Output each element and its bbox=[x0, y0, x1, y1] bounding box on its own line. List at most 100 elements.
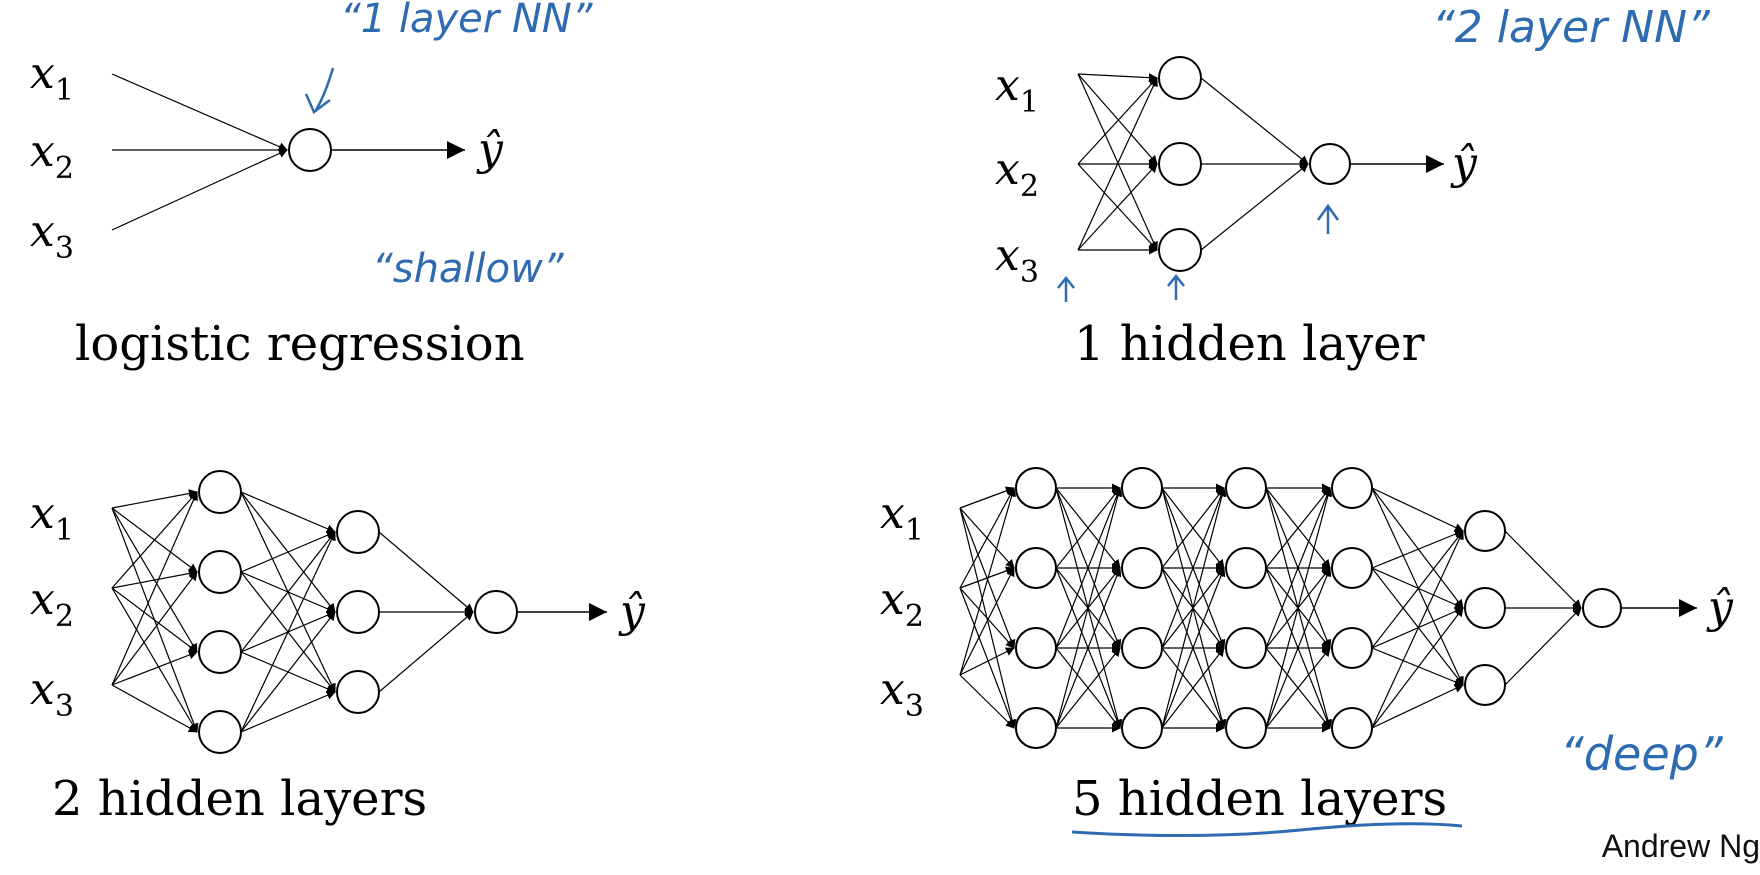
edge-two-hidden-in2-l1n2 bbox=[111, 569, 198, 589]
input-label-two-hidden-x3: x3 bbox=[30, 664, 74, 724]
annotation-two-layer-nn: “2 layer NN” bbox=[1432, 2, 1711, 53]
edge-two-hidden-l1n3-l2n1 bbox=[240, 531, 336, 653]
edge-five-hidden-l1n3-l2n1 bbox=[1055, 487, 1122, 649]
node-five-hidden-layer3-1 bbox=[1225, 467, 1267, 509]
annotation-deep: “deep” bbox=[1560, 727, 1724, 781]
edge-five-hidden-l4n3-l5n2 bbox=[1371, 607, 1464, 649]
input-label-five-hidden-x2: x2 bbox=[880, 574, 924, 634]
node-two-hidden-layer2-2 bbox=[336, 590, 380, 634]
annotations: “1 layer NN” “2 layer NN” “shallow” “dee… bbox=[304, 0, 1724, 838]
input-subscript-one-hidden-2: 2 bbox=[1020, 169, 1039, 204]
network-nodes bbox=[198, 56, 1622, 754]
input-label-logreg-x1: x1 bbox=[30, 48, 74, 108]
caption-two-hidden: 2 hidden layers bbox=[52, 771, 427, 827]
input-label-one-hidden-x2: x2 bbox=[995, 144, 1039, 204]
input-label-logreg-x2: x2 bbox=[30, 126, 74, 186]
edge-five-hidden-in1-l1n1 bbox=[959, 486, 1015, 509]
edge-five-hidden-l2n4-l3n2 bbox=[1161, 567, 1226, 729]
node-five-hidden-layer5-3 bbox=[1464, 664, 1506, 706]
node-five-hidden-layer2-3 bbox=[1121, 627, 1163, 669]
edge-one-hidden-l1n1-l2n1 bbox=[1200, 77, 1309, 165]
edge-logreg-in1-l1n1 bbox=[111, 73, 288, 151]
edge-two-hidden-in3-l1n1 bbox=[111, 491, 198, 686]
edge-five-hidden-in3-l1n3 bbox=[959, 647, 1015, 676]
input-subscript-one-hidden-3: 3 bbox=[1020, 255, 1039, 290]
edge-five-hidden-l2n4-l3n3 bbox=[1161, 647, 1225, 729]
edge-five-hidden-l3n4-l4n3 bbox=[1265, 647, 1331, 729]
edge-five-hidden-l4n2-l5n3 bbox=[1371, 567, 1464, 686]
caption-one-hidden: 1 hidden layer bbox=[1074, 316, 1425, 372]
output-label-logreg: ŷ bbox=[476, 124, 504, 175]
edge-five-hidden-l2n3-l3n1 bbox=[1161, 487, 1226, 649]
input-label-five-hidden-x1: x1 bbox=[880, 488, 924, 548]
edge-one-hidden-in1-l1n1 bbox=[1077, 73, 1158, 83]
node-one-hidden-layer1-2 bbox=[1158, 142, 1202, 186]
edge-five-hidden-l4n2-l5n2 bbox=[1371, 567, 1464, 609]
edge-five-hidden-l4n1-l5n1 bbox=[1371, 487, 1464, 532]
node-one-hidden-layer1-3 bbox=[1158, 228, 1202, 272]
input-subscript-logreg-3: 3 bbox=[55, 231, 74, 266]
node-five-hidden-layer5-2 bbox=[1464, 587, 1506, 629]
edge-one-hidden-l1n3-l2n1 bbox=[1200, 163, 1309, 251]
node-two-hidden-layer2-3 bbox=[336, 670, 380, 714]
node-five-hidden-layer2-1 bbox=[1121, 467, 1163, 509]
annotation-one-layer-nn: “1 layer NN” bbox=[340, 0, 593, 42]
edge-five-hidden-l3n2-l4n1 bbox=[1265, 487, 1331, 569]
input-subscript-two-hidden-2: 2 bbox=[55, 599, 74, 634]
caption-logreg: logistic regression bbox=[75, 316, 525, 372]
edge-two-hidden-l1n4-l2n2 bbox=[240, 611, 336, 733]
edge-logreg-in3-l1n1 bbox=[111, 149, 288, 231]
input-subscript-logreg-2: 2 bbox=[55, 151, 74, 186]
edge-one-hidden-in1-l1n2 bbox=[1077, 73, 1158, 165]
input-subscript-two-hidden-1: 1 bbox=[55, 513, 74, 548]
node-five-hidden-layer1-1 bbox=[1015, 467, 1057, 509]
edge-two-hidden-l1n4-l2n1 bbox=[240, 531, 336, 733]
input-label-two-hidden-x2: x2 bbox=[30, 574, 74, 634]
node-five-hidden-layer3-4 bbox=[1225, 707, 1267, 749]
input-subscript-one-hidden-1: 1 bbox=[1020, 85, 1039, 120]
node-two-hidden-layer1-1 bbox=[198, 470, 242, 514]
node-five-hidden-layer4-1 bbox=[1331, 467, 1373, 509]
node-five-hidden-layer5-1 bbox=[1464, 510, 1506, 552]
node-one-hidden-layer1-1 bbox=[1158, 56, 1202, 100]
edge-two-hidden-in3-l1n4 bbox=[111, 684, 198, 733]
network-labels: x1 x2 x3 ŷ logistic regression x1 x2 x3 ŷ 1 hidde… bbox=[30, 48, 1734, 827]
edge-five-hidden-in2-l1n3 bbox=[959, 587, 1015, 649]
edge-five-hidden-in3-l1n2 bbox=[959, 567, 1015, 676]
input-subscript-five-hidden-3: 3 bbox=[905, 689, 924, 724]
edge-two-hidden-in3-l1n3 bbox=[111, 650, 198, 686]
network-edges bbox=[111, 73, 1697, 733]
edge-two-hidden-l2n3-l3n1 bbox=[378, 611, 474, 693]
edge-five-hidden-l1n4-l2n3 bbox=[1055, 647, 1121, 729]
edge-five-hidden-l5n1-l6n1 bbox=[1504, 530, 1582, 609]
annotation-arrowhead-logreg bbox=[304, 93, 331, 114]
input-label-one-hidden-x3: x3 bbox=[995, 230, 1039, 290]
edge-two-hidden-l1n1-l2n1 bbox=[240, 491, 336, 533]
output-label-five-hidden: ŷ bbox=[1706, 582, 1734, 633]
edge-five-hidden-in3-l1n4 bbox=[959, 674, 1015, 729]
node-five-hidden-layer4-2 bbox=[1331, 547, 1373, 589]
edge-two-hidden-in2-l1n1 bbox=[111, 491, 198, 589]
node-five-hidden-layer6-1 bbox=[1582, 588, 1622, 628]
edge-five-hidden-in2-l1n2 bbox=[959, 566, 1015, 589]
node-five-hidden-layer1-2 bbox=[1015, 547, 1057, 589]
node-logreg-layer1-1 bbox=[288, 128, 332, 172]
edge-one-hidden-in3-l1n2 bbox=[1077, 163, 1158, 251]
edge-five-hidden-l5n3-l6n1 bbox=[1504, 607, 1582, 686]
node-five-hidden-layer2-2 bbox=[1121, 547, 1163, 589]
edge-five-hidden-l3n4-l4n2 bbox=[1265, 567, 1332, 729]
node-five-hidden-layer3-3 bbox=[1225, 627, 1267, 669]
edge-five-hidden-l4n3-l5n3 bbox=[1371, 647, 1464, 687]
input-label-two-hidden-x1: x1 bbox=[30, 488, 74, 548]
edge-five-hidden-l3n4-l4n1 bbox=[1265, 487, 1333, 729]
annotation-arrow-input-layer bbox=[1057, 275, 1075, 302]
input-subscript-two-hidden-3: 3 bbox=[55, 689, 74, 724]
edge-five-hidden-l4n4-l5n1 bbox=[1371, 530, 1464, 729]
edge-five-hidden-l4n4-l5n2 bbox=[1371, 607, 1464, 729]
edge-two-hidden-l1n4-l2n3 bbox=[240, 691, 336, 733]
output-label-one-hidden: ŷ bbox=[1450, 138, 1478, 189]
node-five-hidden-layer1-4 bbox=[1015, 707, 1057, 749]
edge-two-hidden-l1n2-l2n1 bbox=[240, 531, 336, 573]
edge-five-hidden-in3-l1n1 bbox=[959, 487, 1017, 676]
